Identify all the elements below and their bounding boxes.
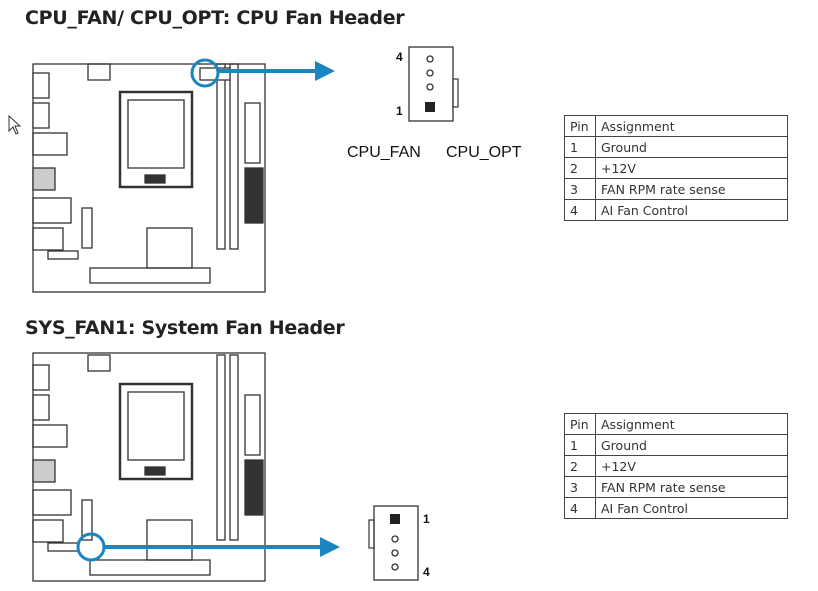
header-assignment: Assignment — [595, 115, 788, 137]
pin-label-bottom: 4 — [423, 565, 430, 579]
header-pin: Pin — [564, 413, 596, 435]
table-row: 2+12V — [564, 157, 788, 179]
cpu-fan-connector-diagram — [408, 46, 459, 122]
connector-label-cpu-fan: CPU_FAN — [347, 144, 421, 161]
section-title-cpu-fan: CPU_FAN/ CPU_OPT: CPU Fan Header — [25, 7, 405, 29]
section-title-sys-fan: SYS_FAN1: System Fan Header — [25, 317, 345, 339]
table-row: 2+12V — [564, 455, 788, 477]
mouse-pointer-icon — [8, 115, 22, 135]
header-pin: Pin — [564, 115, 596, 137]
pin-label-top: 4 — [396, 50, 403, 64]
motherboard-diagram-sys — [32, 352, 340, 582]
arrow-icon — [315, 61, 335, 81]
pin-label-bottom: 1 — [396, 104, 403, 118]
motherboard-diagram-cpu — [32, 58, 335, 293]
sys-fan-connector-diagram — [368, 505, 419, 581]
arrow-icon — [320, 537, 340, 557]
header-assignment: Assignment — [595, 413, 788, 435]
highlight-circle — [76, 532, 106, 562]
pin-label-top: 1 — [423, 512, 430, 526]
connector-label-cpu-opt: CPU_OPT — [446, 144, 522, 161]
